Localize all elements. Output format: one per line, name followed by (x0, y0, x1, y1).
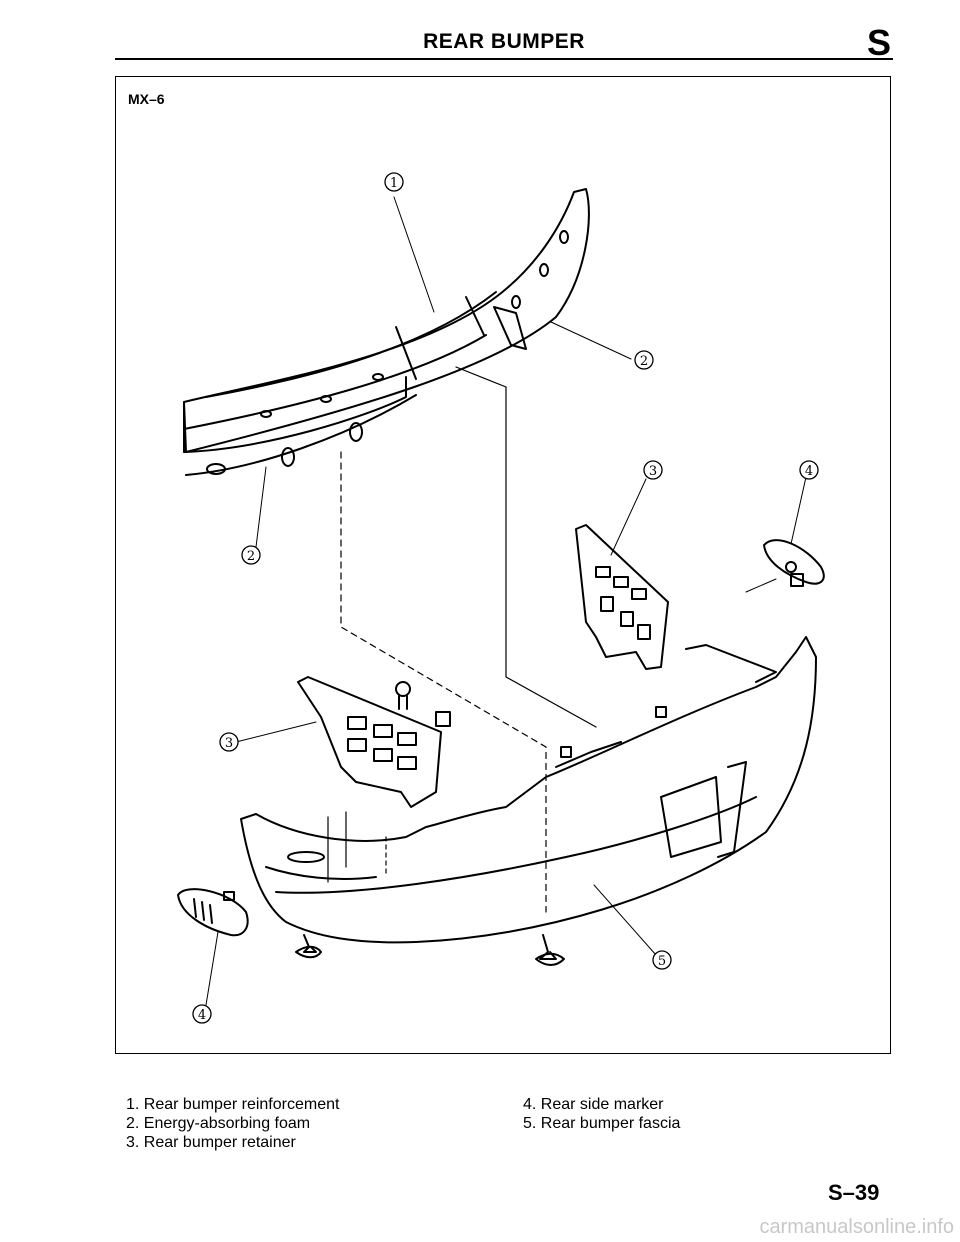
rear-bumper-reinforcement-drawing (183, 188, 590, 476)
callout-3-right: 3 (649, 464, 657, 479)
page-header: REAR BUMPER S (115, 22, 893, 63)
legend-item: 3. Rear bumper retainer (126, 1134, 296, 1151)
rear-bumper-retainer-right-drawing (575, 524, 669, 670)
parts-legend-left: 1. Rear bumper reinforcement 2. Energy-a… (126, 1095, 339, 1152)
assembly-guide-lines (327, 366, 597, 913)
callout-4-left: 4 (198, 1008, 206, 1023)
callout-circles (192, 172, 819, 1024)
header-rule (115, 58, 893, 60)
page-number: S–39 (828, 1180, 880, 1205)
exploded-diagram: 1 2 2 3 4 3 4 5 (177, 172, 825, 1024)
callout-1: 1 (390, 176, 398, 191)
clip-drawings (295, 934, 565, 966)
model-label: MX–6 (128, 91, 165, 107)
callout-3-left: 3 (225, 736, 233, 751)
legend-item: 4. Rear side marker (523, 1096, 664, 1113)
legend-item: 1. Rear bumper reinforcement (126, 1096, 340, 1113)
rear-side-marker-right-drawing (763, 539, 825, 587)
watermark: carmanualsonline.info (759, 1216, 954, 1238)
rear-bumper-retainer-left-drawing (297, 676, 451, 808)
parts-legend-right: 4. Rear side marker 5. Rear bumper fasci… (523, 1095, 680, 1133)
callout-5: 5 (658, 954, 666, 969)
legend-item: 5. Rear bumper fascia (523, 1115, 681, 1132)
callout-2-top: 2 (640, 354, 648, 369)
leader-lines (205, 196, 807, 1006)
page-title: REAR BUMPER (423, 30, 585, 53)
rear-bumper-fascia-drawing (240, 636, 817, 944)
section-letter: S (866, 22, 891, 63)
exploded-diagram-frame: MX–6 (115, 76, 891, 1054)
callout-2-left: 2 (247, 549, 255, 564)
legend-item: 2. Energy-absorbing foam (126, 1115, 311, 1132)
rear-side-marker-left-drawing (177, 888, 249, 937)
callout-4-right: 4 (805, 464, 813, 479)
